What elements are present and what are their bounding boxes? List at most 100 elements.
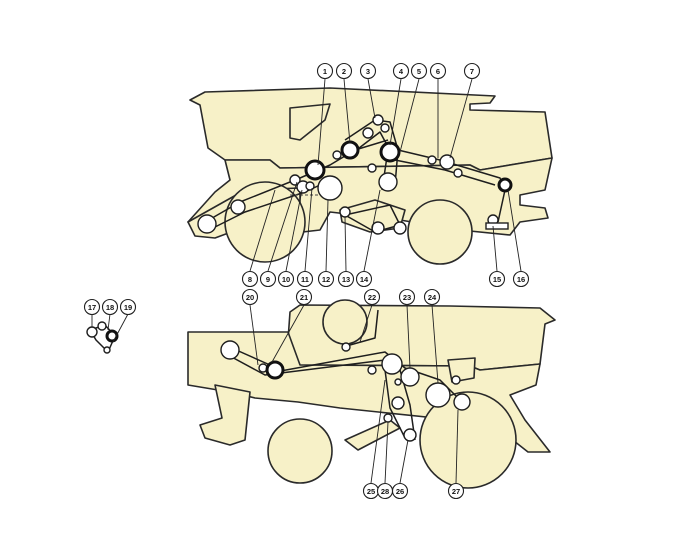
callout-label-5: 5 — [417, 67, 421, 76]
bottom-tank-drum — [322, 299, 368, 345]
callout-label-24: 24 — [428, 293, 437, 302]
callout-bottom-row: 20 21 22 23 24 25 26 27 28 — [241, 288, 465, 500]
callout-22: 22 — [363, 288, 381, 306]
callout-label-22: 22 — [368, 293, 376, 302]
callout-19: 19 — [119, 298, 137, 316]
callout-circle-7 — [463, 62, 481, 80]
callout-26: 26 — [391, 482, 409, 500]
callout-circle-11 — [296, 270, 314, 288]
callout-circle-8 — [241, 270, 259, 288]
callout-label-17: 17 — [88, 303, 96, 312]
callout-12: 12 — [317, 270, 335, 288]
callout-label-2: 2 — [342, 67, 346, 76]
bottom-pulley-j — [451, 375, 461, 385]
callout-label-27: 27 — [452, 487, 460, 496]
callout-3: 3 — [359, 62, 377, 80]
inset-pulley-b — [97, 321, 107, 331]
top-pulley-r — [427, 155, 437, 165]
bottom-pulley-k — [453, 393, 471, 411]
top-pulley-t — [453, 168, 463, 178]
callout-label-21: 21 — [300, 293, 308, 302]
callout-circle-5 — [410, 62, 428, 80]
callout-circle-16 — [512, 270, 530, 288]
callout-circle-18 — [101, 298, 119, 316]
callout-circle-1 — [316, 62, 334, 80]
callout-circle-12 — [317, 270, 335, 288]
top-pulley-h — [332, 150, 342, 160]
bottom-upper-belt — [349, 309, 379, 346]
bottom-pulley-d — [341, 342, 351, 352]
top-pulley-a — [230, 199, 246, 215]
callout-25: 25 — [362, 482, 380, 500]
callout-label-18: 18 — [106, 303, 114, 312]
callout-circle-2 — [335, 62, 353, 80]
callout-circle-4 — [392, 62, 410, 80]
top-pulley-s — [439, 154, 455, 170]
callout-label-16: 16 — [517, 275, 525, 284]
callout-label-28: 28 — [381, 487, 389, 496]
callout-circle-14 — [355, 270, 373, 288]
bottom-pulley-e — [381, 353, 403, 375]
callout-circle-20 — [241, 288, 259, 306]
callout-circle-3 — [359, 62, 377, 80]
callout-10: 10 — [277, 270, 295, 288]
callout-label-13: 13 — [342, 275, 350, 284]
top-rear-wheel — [407, 199, 473, 265]
callout-16: 16 — [512, 270, 530, 288]
top-pulley-f — [317, 175, 343, 201]
callout-6: 6 — [429, 62, 447, 80]
bottom-pulley-l — [391, 396, 405, 410]
callout-circle-24 — [423, 288, 441, 306]
callout-circle-21 — [295, 288, 313, 306]
callout-label-9: 9 — [266, 275, 270, 284]
callout-11: 11 — [296, 270, 314, 288]
callout-5: 5 — [410, 62, 428, 80]
bottom-pulley-i — [425, 382, 451, 408]
callout-7: 7 — [463, 62, 481, 80]
callout-27: 27 — [447, 482, 465, 500]
callout-label-14: 14 — [360, 275, 369, 284]
callout-label-12: 12 — [322, 275, 330, 284]
callout-2: 2 — [335, 62, 353, 80]
top-pulley-m — [378, 172, 398, 192]
callout-1: 1 — [316, 62, 334, 80]
bottom-front-frame — [199, 384, 251, 446]
callout-circle-27 — [447, 482, 465, 500]
top-pulley-o — [371, 221, 385, 235]
callout-label-19: 19 — [124, 303, 132, 312]
bottom-pulley-f — [367, 365, 377, 375]
callout-circle-19 — [119, 298, 137, 316]
callout-circle-9 — [259, 270, 277, 288]
callout-label-26: 26 — [396, 487, 404, 496]
bottom-pulley-g — [400, 367, 420, 387]
callout-circle-23 — [398, 288, 416, 306]
callout-28: 28 — [376, 482, 394, 500]
bottom-pulley-h — [394, 378, 402, 386]
callout-label-7: 7 — [470, 67, 474, 76]
callout-13: 13 — [337, 270, 355, 288]
top-pulley-j — [372, 114, 384, 126]
callout-circle-15 — [488, 270, 506, 288]
leader-lines — [91, 78, 522, 484]
inset-pulley-cluster — [86, 321, 119, 354]
top-pulley-e — [305, 181, 315, 191]
callout-23: 23 — [398, 288, 416, 306]
callout-24: 24 — [423, 288, 441, 306]
top-pulley-i — [362, 127, 374, 139]
callout-circle-22 — [363, 288, 381, 306]
callout-21: 21 — [295, 288, 313, 306]
top-pulley-u — [497, 177, 513, 193]
callout-label-20: 20 — [246, 293, 254, 302]
callout-14: 14 — [355, 270, 373, 288]
callout-circle-6 — [429, 62, 447, 80]
top-pulley-b — [289, 174, 301, 186]
callout-8: 8 — [241, 270, 259, 288]
top-bracket — [485, 222, 509, 230]
callout-label-8: 8 — [248, 275, 252, 284]
callout-inset-row: 17 18 19 — [83, 298, 137, 316]
inset-pulley-c — [105, 329, 119, 343]
top-feeder-pulley — [197, 214, 217, 234]
top-pulley-g — [340, 140, 360, 160]
callout-circle-17 — [83, 298, 101, 316]
